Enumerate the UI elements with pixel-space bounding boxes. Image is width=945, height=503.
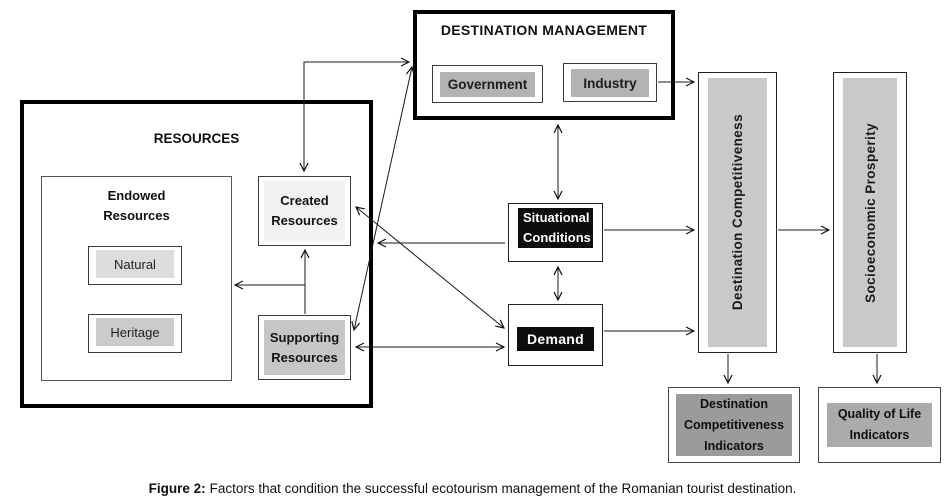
created-resources-fill: Created Resources bbox=[264, 181, 345, 241]
socioeconomic-prosperity-fill: Socioeconomic Prosperity bbox=[843, 78, 897, 347]
situational-conditions-box: Situational Conditions bbox=[508, 203, 603, 262]
endowed-resources-title: Endowed Resources bbox=[103, 188, 170, 223]
government-label: Government bbox=[447, 77, 528, 92]
dc-indicators-fill: Destination Competitiveness Indicators bbox=[676, 394, 792, 456]
situational-conditions-label: Situational Conditions bbox=[523, 210, 591, 245]
figure-caption-label: Figure 2: bbox=[148, 481, 206, 496]
industry-fill: Industry bbox=[571, 69, 649, 97]
government-fill: Government bbox=[440, 72, 535, 97]
natural-box: Natural bbox=[88, 246, 182, 285]
government-box: Government bbox=[432, 65, 543, 103]
dc-indicators-label: Destination Competitiveness Indicators bbox=[683, 396, 785, 453]
created-resources-box: Created Resources bbox=[258, 176, 351, 246]
destination-competitiveness-fill: Destination Competitiveness bbox=[708, 78, 767, 347]
resources-title: RESOURCES bbox=[153, 131, 240, 146]
destination-competitiveness-label: Destination Competitiveness bbox=[730, 114, 745, 311]
natural-label: Natural bbox=[114, 256, 156, 272]
supporting-resources-label: Supporting Resources bbox=[269, 329, 340, 365]
figure-caption: Figure 2:Factors that condition the succ… bbox=[0, 481, 945, 496]
demand-label: Demand bbox=[526, 331, 585, 347]
heritage-label: Heritage bbox=[110, 324, 160, 340]
industry-box: Industry bbox=[563, 63, 657, 102]
figure-caption-text: Factors that condition the successful ec… bbox=[209, 481, 797, 496]
dc-indicators-box: Destination Competitiveness Indicators bbox=[668, 387, 800, 463]
heritage-box: Heritage bbox=[88, 314, 182, 353]
demand-fill: Demand bbox=[517, 327, 594, 351]
supporting-resources-fill: Supporting Resources bbox=[264, 320, 345, 375]
arrow-created-resources-demand bbox=[356, 207, 504, 328]
qol-indicators-label: Quality of Life Indicators bbox=[837, 407, 922, 442]
situational-conditions-fill: Situational Conditions bbox=[518, 208, 593, 248]
destination-management-title: DESTINATION MANAGEMENT bbox=[440, 22, 648, 38]
industry-label: Industry bbox=[583, 75, 637, 91]
destination-competitiveness-bar: Destination Competitiveness bbox=[698, 72, 777, 353]
socioeconomic-prosperity-label: Socioeconomic Prosperity bbox=[862, 122, 878, 303]
natural-fill: Natural bbox=[96, 250, 174, 278]
qol-indicators-fill: Quality of Life Indicators bbox=[827, 403, 932, 447]
supporting-resources-box: Supporting Resources bbox=[258, 315, 351, 380]
demand-box: Demand bbox=[508, 304, 603, 366]
heritage-fill: Heritage bbox=[96, 318, 174, 346]
qol-indicators-box: Quality of Life Indicators bbox=[818, 387, 941, 463]
socioeconomic-prosperity-bar: Socioeconomic Prosperity bbox=[833, 72, 907, 353]
created-resources-label: Created Resources bbox=[271, 193, 338, 228]
